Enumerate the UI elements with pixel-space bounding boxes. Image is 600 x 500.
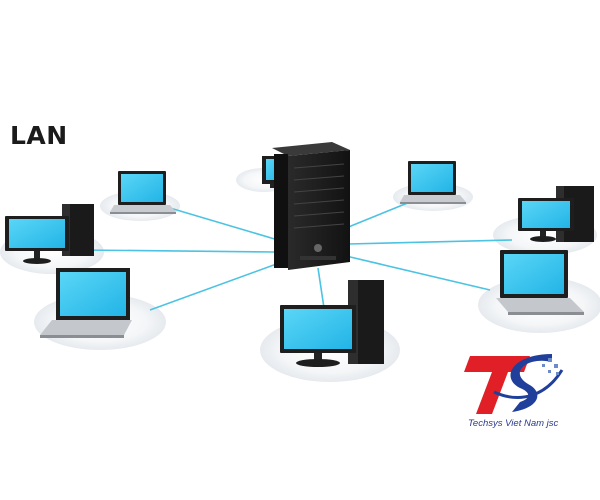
- logo-mark: [464, 354, 564, 414]
- cable-laptop-top-right: [345, 201, 411, 229]
- cable-laptop-top-left: [169, 207, 279, 241]
- desktop-right: [518, 186, 594, 242]
- company-logo: Techsys Viet Nam jsc: [464, 354, 564, 429]
- server-tower: [272, 142, 350, 270]
- cable-laptop-left-lower: [149, 261, 283, 311]
- logo-company-name: Techsys Viet Nam jsc: [468, 418, 559, 429]
- cable-desktop-left: [79, 249, 277, 253]
- laptop-left-lower: [40, 268, 132, 338]
- laptop-top-right: [400, 161, 466, 204]
- desktop-bottom-center: [280, 280, 384, 367]
- cable-desktop-right: [347, 239, 513, 245]
- desktop-left: [5, 204, 94, 264]
- laptop-right-lower: [496, 250, 584, 315]
- cable-laptop-right-lower: [345, 255, 491, 291]
- cable-desktop-bottom-center: [317, 267, 325, 309]
- network-cables: [79, 201, 513, 311]
- diagram-title: LAN: [10, 121, 68, 150]
- laptop-top-left: [110, 171, 176, 214]
